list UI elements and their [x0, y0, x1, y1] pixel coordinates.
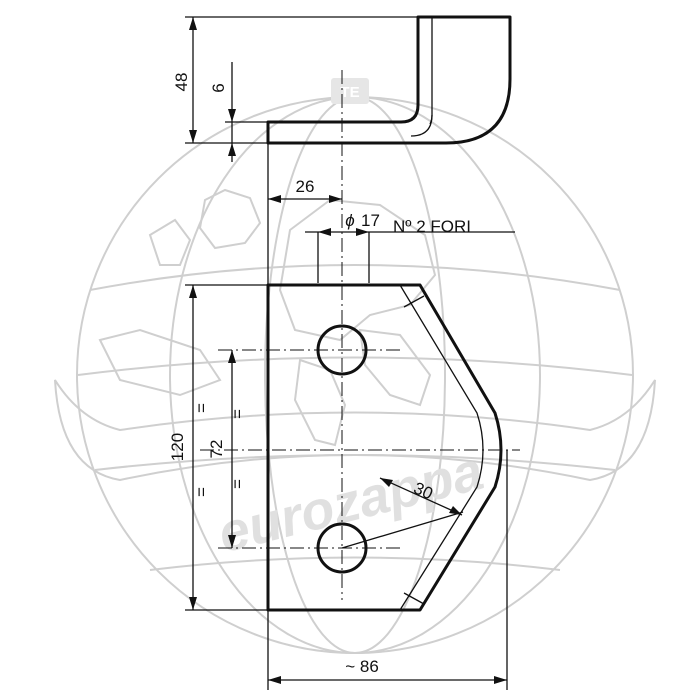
diameter-symbol: ϕ: [345, 211, 354, 230]
equal-mark-120-bottom: =: [192, 487, 211, 497]
dim-6-label: 6: [209, 83, 228, 92]
hole-count-note: Nº 2 FORI: [393, 217, 471, 236]
dim-72-label: 72: [207, 440, 226, 459]
equal-mark-72-top: =: [228, 409, 247, 419]
dim-thickness: 6: [209, 62, 268, 162]
dim-120-label: 120: [168, 433, 187, 461]
dim-hole-diameter: ϕ 17 Nº 2 FORI: [305, 211, 515, 283]
hole-diameter-value: 17: [361, 211, 380, 230]
equal-mark-120-top: =: [192, 403, 211, 413]
watermark-logo-badge: TE: [331, 78, 369, 104]
dim-26-label: 26: [296, 177, 315, 196]
dim-height-front: 120 = =: [168, 284, 268, 611]
dim-hole-spacing: 72 = =: [207, 350, 247, 548]
dim-height-side: 48: [172, 16, 418, 144]
side-view: [266, 15, 512, 145]
dim-48-label: 48: [172, 73, 191, 92]
dim-86-label: ~ 86: [345, 657, 379, 676]
watermark-logo-letters: TE: [340, 84, 359, 101]
dim-width: ~ 86: [268, 450, 508, 690]
front-view: [200, 283, 520, 612]
equal-mark-72-bottom: =: [228, 479, 247, 489]
